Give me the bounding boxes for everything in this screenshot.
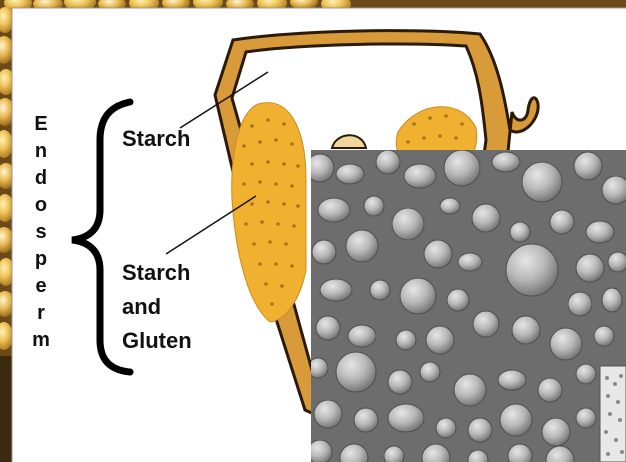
starch-granules-micrograph — [0, 0, 626, 462]
